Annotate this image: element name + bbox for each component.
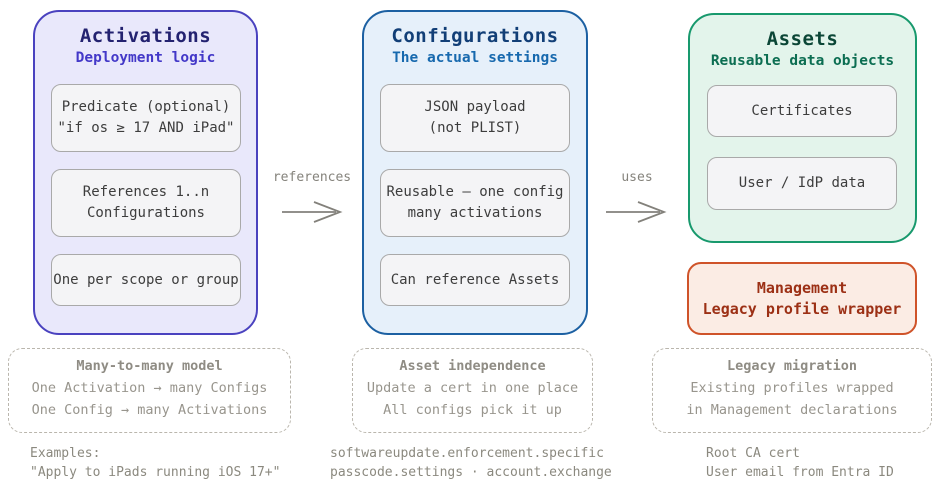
footnote-line: "Apply to iPads running iOS 17+"	[30, 465, 281, 480]
note-line: All configs pick it up	[383, 402, 562, 418]
arrow-right-icon	[282, 201, 343, 223]
note-title: Asset independence	[399, 358, 546, 374]
footnote-line: passcode.settings · account.exchange	[330, 465, 612, 480]
activations-subtitle: Deployment logic	[75, 50, 216, 66]
note-legacy-migration: Legacy migration Existing profiles wrapp…	[652, 348, 932, 433]
footnote-line: Examples:	[30, 446, 101, 461]
configurations-item-json: JSON payload (not PLIST)	[380, 84, 570, 152]
footnote-line: softwareupdate.enforcement.specific	[330, 446, 604, 461]
configurations-item-reusable: Reusable — one config many activations	[380, 169, 570, 237]
note-line: One Activation → many Configs	[31, 380, 268, 396]
activations-item-scope: One per scope or group	[51, 254, 241, 306]
panel-activations: Activations Deployment logic Predicate (…	[33, 10, 258, 335]
panel-configurations: Configurations The actual settings JSON …	[362, 10, 588, 335]
note-line: One Config → many Activations	[31, 402, 268, 418]
arrow-right-icon	[606, 201, 667, 223]
footnote-asset-examples: Root CA cert User email from Entra ID	[706, 444, 894, 482]
footnote-line: Root CA cert	[706, 446, 800, 461]
assets-item-user-idp: User / IdP data	[707, 157, 897, 210]
panel-management: Management Legacy profile wrapper	[687, 262, 917, 335]
note-many-to-many: Many-to-many model One Activation → many…	[8, 348, 291, 433]
activations-item-predicate: Predicate (optional) "if os ≥ 17 AND iPa…	[51, 84, 241, 152]
assets-title: Assets	[766, 28, 839, 50]
note-title: Legacy migration	[726, 358, 858, 374]
note-line: in Management declarations	[686, 402, 898, 418]
configurations-item-assets: Can reference Assets	[380, 254, 570, 306]
footnote-line: User email from Entra ID	[706, 465, 894, 480]
assets-item-certificates: Certificates	[707, 85, 897, 137]
activations-item-references: References 1..n Configurations	[51, 169, 241, 237]
activations-title: Activations	[79, 25, 212, 47]
assets-subtitle: Reusable data objects	[710, 53, 895, 69]
references-arrow-label: references	[272, 170, 352, 185]
panel-assets: Assets Reusable data objects Certificate…	[688, 13, 917, 243]
note-line: Update a cert in one place	[366, 380, 579, 396]
footnote-examples: Examples: "Apply to iPads running iOS 17…	[30, 444, 280, 482]
note-line: Existing profiles wrapped	[690, 380, 894, 396]
management-subtitle: Legacy profile wrapper	[702, 299, 902, 318]
configurations-subtitle: The actual settings	[392, 50, 558, 66]
uses-arrow-label: uses	[621, 170, 653, 185]
configurations-title: Configurations	[391, 25, 559, 47]
footnote-config-keys: softwareupdate.enforcement.specific pass…	[330, 444, 612, 482]
management-title: Management	[756, 278, 848, 297]
note-asset-independence: Asset independence Update a cert in one …	[352, 348, 593, 433]
note-title: Many-to-many model	[76, 358, 223, 374]
